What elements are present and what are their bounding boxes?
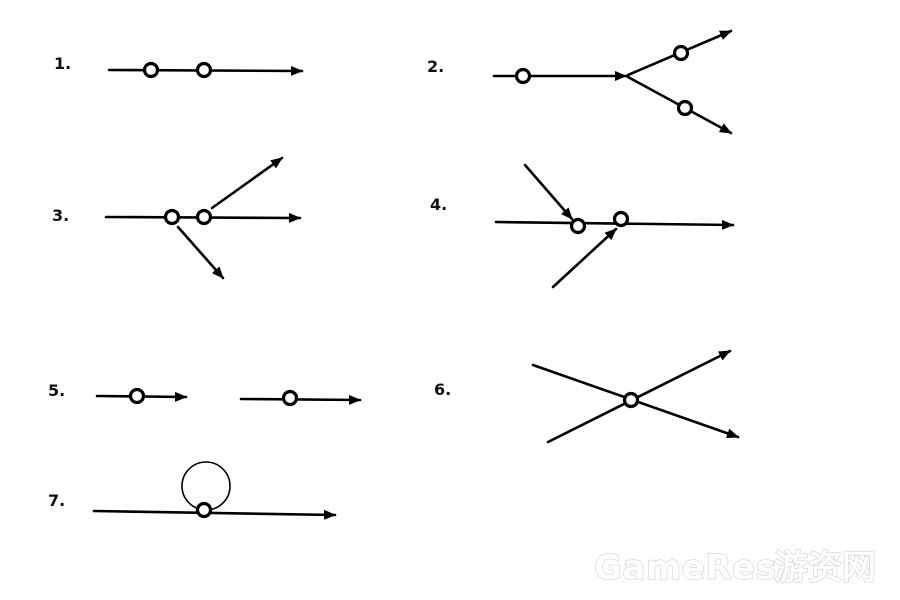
incoming-arrow-bottom: [551, 227, 618, 289]
diagram-7: 7.: [48, 461, 337, 520]
diagram-label-7: 7.: [48, 491, 65, 510]
diagram-5: 5.: [48, 381, 362, 407]
node: [195, 501, 213, 519]
branch-arrow-down: [176, 225, 225, 280]
diagram-2: 2.: [427, 29, 733, 135]
node: [622, 391, 640, 409]
segment-arrow-right: [239, 394, 362, 405]
incoming-arrow-top: [523, 163, 574, 221]
path-arrow: [92, 509, 337, 520]
diagram-6: 6.: [434, 349, 740, 444]
diagram-label-4: 4.: [430, 195, 447, 214]
diagram-4: 4.: [430, 163, 735, 289]
node: [569, 217, 587, 235]
node: [163, 208, 181, 226]
node: [142, 61, 160, 79]
crossing-arrow-up: [546, 349, 732, 444]
node: [612, 210, 630, 228]
diagram-label-5: 5.: [48, 381, 65, 400]
diagram-label-3: 3.: [52, 206, 69, 225]
node: [514, 67, 532, 85]
diagram-label-6: 6.: [434, 380, 451, 399]
node: [128, 387, 146, 405]
watermark-text-cn: 游资网: [774, 548, 876, 588]
diagram-label-1: 1.: [54, 54, 71, 73]
node: [195, 208, 213, 226]
node: [672, 44, 690, 62]
diagram-1: 1.: [54, 54, 304, 79]
watermark: GameRes 游资网: [593, 547, 876, 588]
watermark-text: GameRes: [594, 548, 776, 588]
branch-arrow-up: [210, 156, 284, 210]
diagram-3: 3.: [52, 156, 302, 280]
node: [195, 61, 213, 79]
node: [281, 389, 299, 407]
node: [676, 99, 694, 117]
diagram-label-2: 2.: [427, 57, 444, 76]
